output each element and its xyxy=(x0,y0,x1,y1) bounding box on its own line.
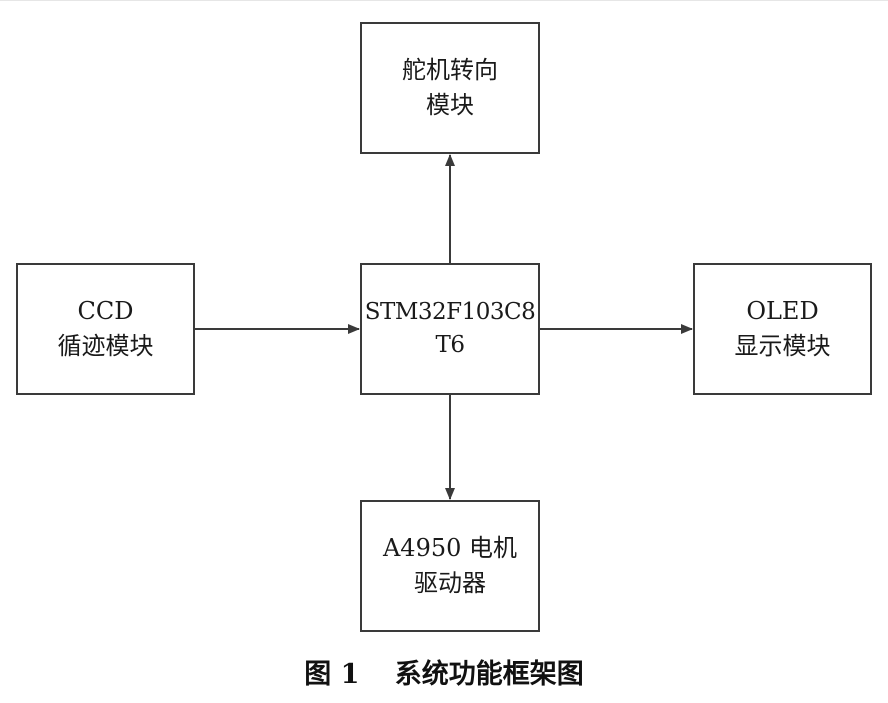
top-rule xyxy=(0,0,888,1)
block-label-line: OLED xyxy=(746,297,819,326)
motor-driver-block: A4950 电机 驱动器 xyxy=(360,500,540,632)
block-label-line: 模块 xyxy=(426,91,474,119)
block-label-line: T6 xyxy=(435,332,465,358)
block-label-line: 循迹模块 xyxy=(57,332,154,360)
ccd-tracking-module-block: CCD 循迹模块 xyxy=(16,263,195,395)
oled-display-module-block: OLED 显示模块 xyxy=(693,263,872,395)
block-label-line: A4950 电机 xyxy=(382,534,518,563)
block-label-line: STM32F103C8 xyxy=(364,298,536,325)
servo-steering-module-block: 舵机转向 模块 xyxy=(360,22,540,154)
figure-title: 系统功能框架图 xyxy=(394,659,584,690)
mcu-block: STM32F103C8 T6 xyxy=(360,263,540,395)
figure-caption: 图 1 系统功能框架图 xyxy=(0,652,888,691)
block-label-line: 显示模块 xyxy=(734,332,831,360)
block-label-line: 舵机转向 xyxy=(402,56,498,85)
block-label-line: 驱动器 xyxy=(414,569,486,597)
figure-number: 图 1 xyxy=(304,659,360,690)
block-label-line: CCD xyxy=(77,297,134,326)
